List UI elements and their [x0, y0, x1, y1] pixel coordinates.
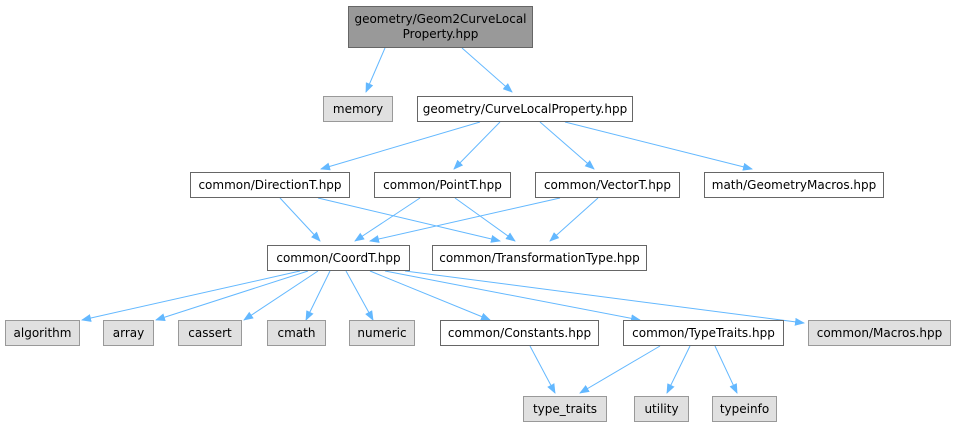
node-geom2curve-local-property[interactable]: geometry/Geom2CurveLocal Property.hpp — [348, 6, 533, 48]
node-vector-t[interactable]: common/VectorT.hpp — [535, 172, 680, 198]
edge-ttr-to-util — [666, 345, 691, 394]
edge-dir-to-tt — [317, 197, 501, 243]
node-type-traits-header[interactable]: common/TypeTraits.hpp — [623, 320, 784, 346]
edge-root-to-memory — [365, 47, 386, 93]
node-cmath[interactable]: cmath — [267, 320, 326, 346]
edge-coord-to-ttr — [384, 270, 641, 323]
edge-vec-to-tt — [549, 197, 599, 242]
edge-clp-to-dir — [320, 121, 481, 171]
edge-const-to-typetraits — [529, 345, 556, 394]
edge-clp-to-vec — [539, 121, 595, 170]
edge-pt-to-coord — [354, 197, 421, 242]
edge-clp-to-pt — [453, 121, 501, 170]
node-typeinfo[interactable]: typeinfo — [712, 396, 777, 422]
edge-coord-to-mac — [404, 270, 805, 326]
node-point-t[interactable]: common/PointT.hpp — [374, 172, 511, 198]
node-algorithm[interactable]: algorithm — [5, 320, 80, 346]
node-geometry-macros[interactable]: math/GeometryMacros.hpp — [704, 172, 884, 198]
edge-ttr-to-typetraits — [579, 345, 661, 394]
edge-coord-to-cmath — [305, 270, 331, 321]
edge-pt-to-tt — [454, 197, 516, 242]
node-memory[interactable]: memory — [323, 96, 393, 122]
edge-coord-to-const — [369, 270, 491, 321]
node-direction-t[interactable]: common/DirectionT.hpp — [190, 172, 350, 198]
node-curve-local-property[interactable]: geometry/CurveLocalProperty.hpp — [417, 96, 633, 122]
node-cassert[interactable]: cassert — [178, 320, 242, 346]
node-array[interactable]: array — [103, 320, 154, 346]
node-constants[interactable]: common/Constants.hpp — [440, 320, 599, 346]
node-type-traits[interactable]: type_traits — [523, 396, 607, 422]
edge-dir-to-coord — [279, 197, 321, 242]
node-transformation-type[interactable]: common/TransformationType.hpp — [432, 245, 647, 271]
node-coord-t[interactable]: common/CoordT.hpp — [267, 245, 410, 271]
edge-coord-to-cas — [243, 270, 319, 321]
edge-ttr-to-tinfo — [714, 345, 738, 394]
edge-clp-to-gm — [564, 121, 753, 171]
node-macros[interactable]: common/Macros.hpp — [808, 320, 951, 346]
node-numeric[interactable]: numeric — [349, 320, 415, 346]
edge-vec-to-coord — [369, 197, 561, 243]
edge-root-to-clp — [461, 47, 513, 93]
edge-coord-to-num — [345, 270, 374, 321]
edge-coord-to-alg — [81, 270, 301, 322]
edge-coord-to-arr — [155, 270, 309, 322]
node-utility[interactable]: utility — [634, 396, 689, 422]
